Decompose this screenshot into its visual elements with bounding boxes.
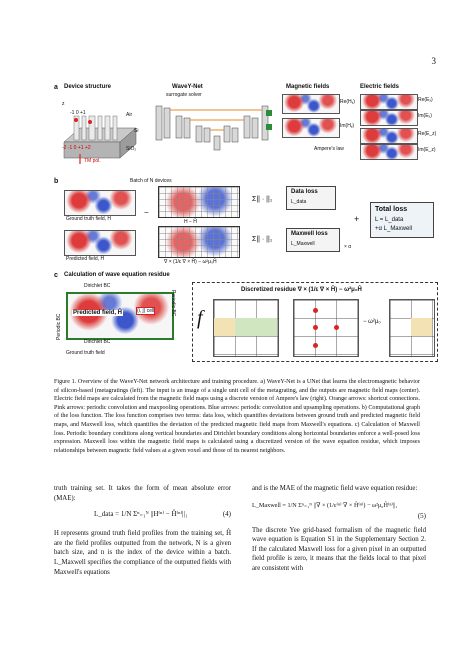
- batch-label: Batch of N devices: [130, 178, 172, 184]
- panel-b-letter: b: [54, 178, 59, 185]
- network-subtitle: surrogate solver: [166, 92, 202, 98]
- air-label: Air: [126, 112, 133, 118]
- sio2-label: SiO₂: [126, 146, 137, 152]
- plus-operator: +: [354, 214, 360, 224]
- ground-truth-field-label: Ground truth field: [66, 350, 105, 356]
- total-loss-title: Total loss: [375, 206, 408, 213]
- figure-1: a Device structure z -1 0 +1 Air Si SiO₂…: [54, 84, 440, 374]
- order-numbers-top: -1 0 +1: [70, 110, 86, 116]
- omega-term: − ω²μ₀: [363, 319, 381, 325]
- difference-grid: [158, 186, 240, 218]
- total-loss-box: Total loss L = L_data +α L_Maxwell: [370, 202, 434, 238]
- left-paragraph-1: truth training set. It takes the form of…: [54, 485, 231, 502]
- electric-field-ez-real: [360, 128, 418, 144]
- device-illustration: z -1 0 +1 Air Si SiO₂ -2 -1 0 +1 +2 TM p…: [60, 98, 146, 166]
- operator-label: ∇ × (1/ε ∇ × Ĥ) − ω²μ₀Ĥ: [164, 259, 217, 265]
- equation-5: L_Maxwell = 1/N Σⁿ₌₁ᴺ ||∇ × (1/ε⁽ⁿ⁾ ∇ × …: [252, 494, 426, 526]
- electric-field-ex-imag: [360, 110, 418, 126]
- right-column: and is the MAE of the magnetic field wav…: [252, 484, 426, 574]
- re-ez-label: Re(E_z): [418, 131, 437, 137]
- panel-a-letter: a: [54, 84, 58, 91]
- maxwell-loss-symbol: L_Maxwell: [291, 241, 315, 247]
- equation-4: L_data = 1/N Σⁿ₌₁ᴺ ||H⁽ⁿ⁾ − Ĥ⁽ⁿ⁾||₁ (4): [54, 503, 231, 529]
- amperes-law-label: Ampere's law: [314, 146, 344, 152]
- magnetic-field-imag-map: [282, 118, 340, 138]
- sum-norm-data: Σ|| · ||₁: [252, 196, 273, 203]
- re-ex-label: Re(Eₓ): [418, 97, 433, 103]
- maxwell-loss-title: Maxwell loss: [291, 231, 328, 237]
- periodic-left-label: Periodic BC: [56, 313, 62, 340]
- electric-fields-title: Electric fields: [360, 84, 400, 90]
- order-numbers-bottom: -2 -1 0 +1 +2: [62, 145, 91, 151]
- predicted-label: Predicted field, Ĥ: [66, 256, 105, 262]
- right-paragraph-2: The discrete Yee grid-based formalism of…: [252, 526, 426, 572]
- magnetic-field-real-map: [282, 94, 340, 114]
- boundary-field-map: [66, 292, 174, 340]
- equation-4-number: (4): [222, 510, 231, 519]
- ground-truth-map: [64, 190, 136, 216]
- difference-label: H − Ĥ: [184, 219, 197, 225]
- data-loss-title: Data loss: [291, 189, 318, 195]
- discretized-residue-box: Discretized residue ∇ × (1/ε ∇ × Ĥ) − ω²…: [192, 282, 438, 362]
- im-ex-label: Im(Eₓ): [418, 113, 432, 119]
- alpha-label: × α: [344, 244, 352, 250]
- cell-label: (i, j) cell: [136, 307, 156, 315]
- predicted-field-label: Predicted field, Ĥ: [72, 310, 124, 316]
- data-loss-symbol: L_data: [291, 199, 307, 205]
- re-hy-label: Re(Hᵧ): [340, 99, 355, 105]
- right-paragraph-1: and is the MAE of the magnetic field wav…: [252, 485, 418, 492]
- unet-diagram: [154, 100, 274, 162]
- ground-truth-label: Ground truth field, H: [66, 216, 112, 222]
- sum-norm-maxwell: Σ|| · ||₁: [252, 236, 273, 243]
- yee-grid-middle: [293, 299, 359, 357]
- equation-4-body: L_data = 1/N Σⁿ₌₁ᴺ ||H⁽ⁿ⁾ − Ĥ⁽ⁿ⁾||₁: [94, 510, 188, 519]
- electric-field-ex-real: [360, 94, 418, 110]
- im-hy-label: Im(Hᵧ): [340, 123, 355, 129]
- axis-z-label: z: [62, 101, 65, 107]
- f-symbol: f: [197, 307, 203, 329]
- left-paragraph-2: H represents ground truth field profiles…: [54, 530, 231, 576]
- residue-grid: [158, 226, 240, 258]
- dirichlet-top-label: Dirichlet BC: [84, 283, 111, 289]
- predicted-map: [64, 230, 136, 256]
- magnetic-fields-title: Magnetic fields: [286, 84, 330, 90]
- im-ez-label: Im(E_z): [418, 147, 436, 153]
- residue-title: Discretized residue ∇ × (1/ε ∇ × Ĥ) − ω²…: [241, 287, 362, 293]
- panel-c-title: Calculation of wave equation residue: [64, 272, 170, 278]
- panel-c-letter: c: [54, 272, 58, 279]
- network-title: WaveY-Net: [172, 84, 203, 90]
- yee-grid-left: [213, 299, 279, 357]
- yee-grid-right: [389, 299, 435, 357]
- device-structure-title: Device structure: [64, 84, 112, 90]
- page-number: 3: [431, 56, 437, 66]
- minus-operator: −: [144, 208, 149, 217]
- left-column: truth training set. It takes the form of…: [54, 484, 231, 577]
- tm-pol-label: TM pol.: [84, 158, 101, 164]
- maxwell-loss-box: Maxwell loss L_Maxwell: [286, 228, 340, 252]
- dirichlet-bottom-label: Dirichlet BC: [84, 339, 111, 345]
- equation-5-body: L_Maxwell = 1/N Σⁿ₌₁ᴺ ||∇ × (1/ε⁽ⁿ⁾ ∇ × …: [252, 501, 398, 509]
- electric-field-ez-imag: [360, 144, 418, 160]
- data-loss-box: Data loss L_data: [286, 186, 336, 210]
- equation-5-number: (5): [417, 511, 426, 520]
- figure-caption: Figure 1. Overview of the WaveY-Net netw…: [54, 379, 420, 454]
- periodic-right-label: Periodic BC: [170, 290, 176, 317]
- si-label: Si: [134, 128, 139, 134]
- total-loss-eq1: L = L_data: [375, 217, 404, 223]
- total-loss-eq2: +α L_Maxwell: [375, 226, 412, 232]
